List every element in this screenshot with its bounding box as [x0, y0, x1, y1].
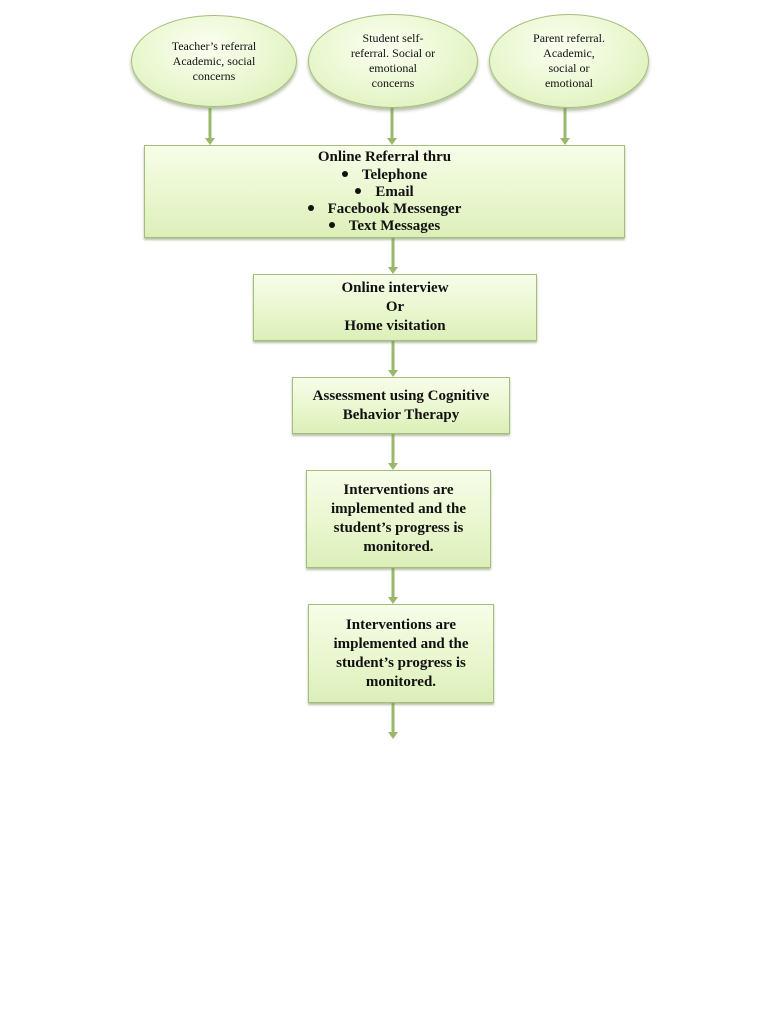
referral-method-item: Email	[308, 184, 462, 201]
box-intervention-1: Interventions are implemented and the st…	[306, 470, 491, 568]
box-intervention-2: Interventions are implemented and the st…	[308, 604, 494, 703]
assessment-label: Assessment using Cognitive Behavior Ther…	[312, 387, 490, 423]
box-assessment: Assessment using Cognitive Behavior Ther…	[292, 377, 510, 434]
referral-method-label: Email	[375, 184, 414, 200]
arrowhead-parent	[560, 138, 570, 145]
referral-method-label: Text Messages	[348, 218, 441, 234]
referral-method-item: Facebook Messenger	[307, 201, 462, 218]
referral-method-label: Facebook Messenger	[327, 201, 462, 217]
box-online-referral: Online Referral thru Telephone Email Fac…	[144, 145, 625, 238]
bullet-icon	[328, 221, 335, 228]
online-interview-label: Online interview Or Home visitation	[341, 280, 449, 334]
bullet-icon	[307, 204, 314, 211]
arrowhead-student	[387, 138, 397, 145]
intervention-1-label: Interventions are implemented and the st…	[331, 482, 466, 555]
referral-method-label: Telephone	[361, 167, 428, 183]
online-referral-title: Online Referral thru	[317, 149, 452, 165]
arrowhead-assessment	[388, 370, 398, 377]
intervention-2-label: Interventions are implemented and the st…	[333, 616, 469, 690]
oval-teacher-referral-label: Teacher’s referral Academic, social conc…	[171, 38, 257, 83]
arrowhead-intervention-1	[388, 463, 398, 470]
referral-methods-list: Telephone Email Facebook Messenger Text …	[307, 167, 462, 235]
arrowhead-trailing	[388, 732, 398, 739]
oval-student-self-referral: Student self- referral. Social or emotio…	[308, 14, 478, 108]
oval-student-self-referral-label: Student self- referral. Social or emotio…	[350, 31, 436, 90]
arrowhead-interview	[388, 267, 398, 274]
oval-parent-referral-label: Parent referral. Academic, social or emo…	[533, 31, 605, 90]
oval-teacher-referral: Teacher’s referral Academic, social conc…	[131, 15, 297, 107]
referral-method-item: Text Messages	[308, 218, 462, 235]
oval-parent-referral: Parent referral. Academic, social or emo…	[489, 14, 649, 108]
arrowhead-teacher	[205, 138, 215, 145]
bullet-icon	[355, 187, 362, 194]
bullet-icon	[341, 170, 348, 177]
box-online-interview: Online interview Or Home visitation	[253, 274, 537, 341]
referral-method-item: Telephone	[308, 167, 462, 184]
arrowhead-intervention-2	[388, 597, 398, 604]
